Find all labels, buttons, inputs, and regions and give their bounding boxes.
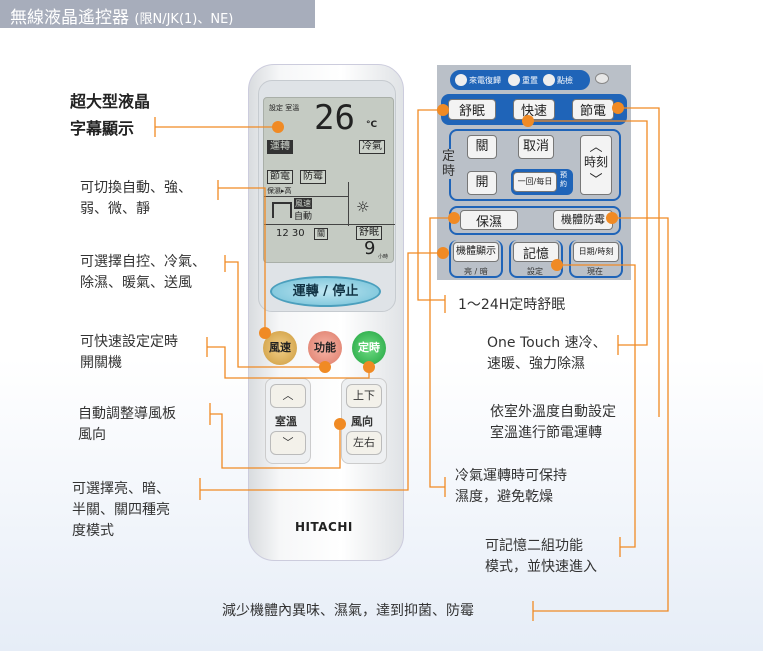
marker-dot — [606, 212, 618, 224]
annotation-fast: One Touch 速冷、 速暖、強力除濕 — [487, 335, 607, 372]
eco-button[interactable]: 節電 — [572, 99, 614, 120]
display-button[interactable]: 機體顯示 — [453, 242, 499, 262]
lcd-sleep: 舒眠 — [356, 226, 382, 240]
lcd-hours-unit: 小時 — [378, 254, 389, 260]
timer-label: 定時 — [442, 149, 456, 179]
clock-up-icon: ︿ — [589, 140, 603, 155]
annotation-fan: 可切換自動、強、 弱、微、靜 — [80, 180, 192, 217]
lcd-time: 12 30 — [276, 228, 305, 239]
power-button[interactable]: 運轉 / 停止 — [270, 276, 381, 307]
memory-sub: 設定 — [527, 267, 543, 276]
reset-label-check: 點檢 — [557, 76, 573, 85]
once-daily-button[interactable]: 一回/每日 — [513, 172, 557, 192]
annotation-timer: 可快速設定定時 開關機 — [80, 334, 178, 371]
louver-leftright-button[interactable]: 左右 — [346, 431, 382, 455]
marker-dot — [363, 361, 375, 373]
timer-button[interactable]: 定時 — [352, 331, 386, 365]
louver-icon — [272, 202, 292, 218]
page-title: 無線液晶遙控器 (限N/JK(1)、NE) — [0, 0, 315, 28]
temp-up-button[interactable]: ︿ — [270, 384, 306, 408]
lcd-fan-auto: 自動 — [294, 212, 313, 222]
lcd-time-tag: 關 — [314, 228, 328, 240]
temp-down-button[interactable]: ﹀ — [270, 431, 306, 455]
annotation-louver: 自動調整導風板 風向 — [78, 406, 176, 443]
humid-button[interactable]: 保濕 — [460, 210, 518, 230]
marker-dot — [259, 327, 271, 339]
mold-button[interactable]: 機體防霉 — [553, 210, 613, 230]
datetime-sub: 現在 — [587, 267, 603, 276]
brand-logo: HITACHI — [295, 520, 353, 534]
marker-dot — [334, 418, 346, 430]
function-button[interactable]: 功能 — [308, 331, 342, 365]
lcd-screen: 設定 室溫 26 °C 運轉 冷氣 節電 防霉 保濕▸高 風速 自動 ☼ 12 … — [263, 97, 395, 263]
title-sub: (限N/JK(1)、NE) — [134, 12, 234, 27]
reserve-label: 預約 — [560, 171, 567, 188]
annotation-mold: 減少機體內異味、濕氣，達到抑菌、防霉 — [222, 603, 474, 619]
marker-dot — [448, 212, 460, 224]
lcd-eco: 節電 — [267, 170, 293, 184]
marker-dot — [272, 121, 284, 133]
datetime-button[interactable]: 日期/時刻 — [573, 242, 619, 262]
fast-button[interactable]: 快速 — [513, 99, 555, 120]
marker-dot — [437, 247, 449, 259]
annotation-memory: 可記憶二組功能 模式，並快速進入 — [485, 538, 597, 575]
lcd-fan-label: 風速 — [294, 198, 312, 209]
louver-updown-button[interactable]: 上下 — [346, 384, 382, 408]
clock-down-icon: ﹀ — [589, 173, 603, 188]
clock-label: 時刻 — [583, 155, 608, 169]
timer-cancel-button[interactable]: 取消 — [518, 135, 554, 159]
lcd-unit: °C — [366, 120, 378, 130]
lcd-humid: 保濕▸高 — [267, 187, 292, 195]
marker-dot — [522, 115, 534, 127]
lcd-run: 運轉 — [267, 140, 293, 154]
louver-label: 風向 — [351, 415, 373, 428]
annotation-eco: 依室外溫度自動設定 室溫進行節電運轉 — [490, 404, 616, 441]
display-sub: 亮 / 暗 — [464, 267, 488, 276]
timer-off-button[interactable]: 關 — [467, 135, 497, 159]
marker-dot — [612, 102, 624, 114]
marker-dot — [551, 259, 563, 271]
lcd-mold: 防霉 — [300, 170, 326, 184]
clock-button[interactable]: ︿ 時刻 ﹀ — [580, 135, 612, 195]
annotation-sleep: 1～24H定時舒眠 — [458, 297, 566, 313]
annotation-humid: 冷氣運轉時可保持 濕度，避免乾燥 — [455, 468, 567, 505]
lcd-mode: 冷氣 — [359, 140, 385, 154]
timer-on-button[interactable]: 開 — [467, 171, 497, 195]
marker-dot — [319, 361, 331, 373]
reset-label-recovery: 來電復歸 — [469, 76, 501, 85]
lcd-hours: 9 — [364, 238, 376, 259]
lcd-set-label: 設定 室溫 — [269, 104, 300, 112]
button-panel-closeup: 來電復歸 重置 點檢 舒眠 快速 節電 定時 關 取消 開 一回/每日 預約 ︿… — [437, 65, 631, 280]
reset-group: 來電復歸 重置 點檢 — [450, 70, 590, 90]
sleep-button[interactable]: 舒眠 — [448, 99, 496, 120]
lcd-temp: 26 — [314, 98, 355, 138]
title-main: 無線液晶遙控器 — [10, 8, 129, 28]
annotation-mode: 可選擇自控、冷氣、 除濕、暖氣、送風 — [80, 254, 206, 291]
marker-dot — [437, 104, 449, 116]
temp-label: 室溫 — [275, 415, 297, 428]
memory-button[interactable]: 記憶 — [513, 242, 559, 262]
reset-button[interactable] — [595, 73, 609, 84]
annotation-lcd: 超大型液晶 字幕顯示 — [70, 92, 151, 138]
annotation-brightness: 可選擇亮、暗、 半關、關四種亮 度模式 — [72, 481, 170, 539]
bulb-icon: ☼ — [356, 198, 370, 216]
reset-label-reset: 重置 — [522, 76, 538, 85]
